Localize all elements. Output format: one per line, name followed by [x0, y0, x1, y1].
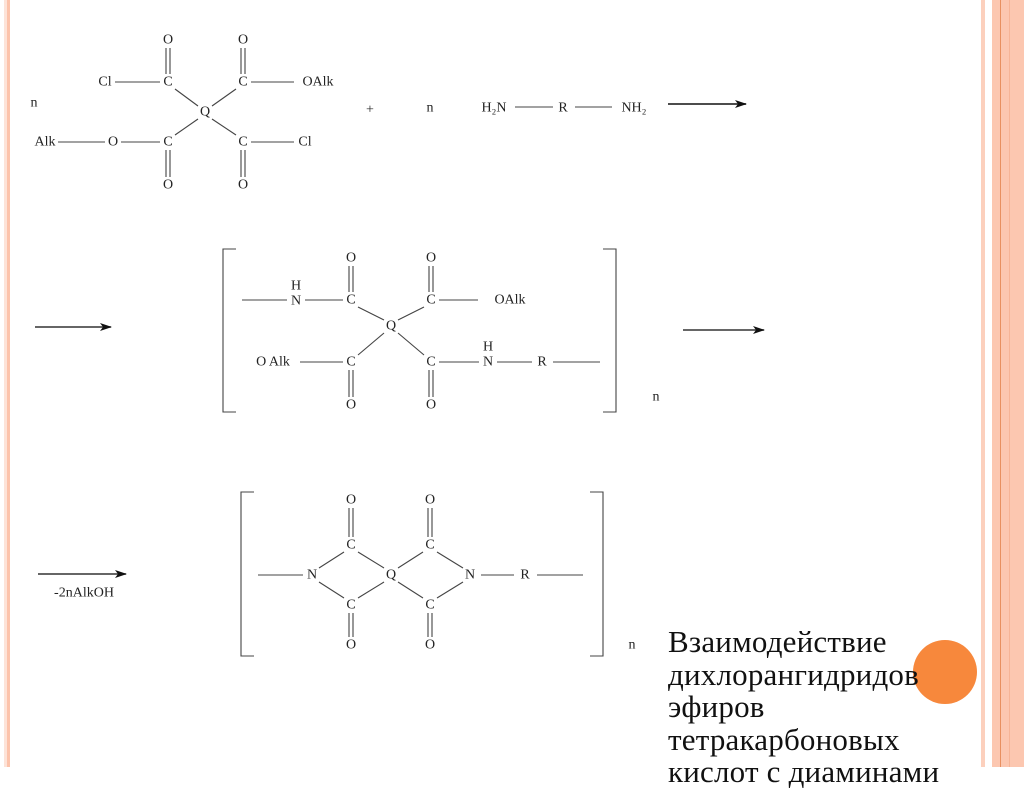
- atom-h: H: [483, 340, 493, 355]
- right-border-stripe: [981, 0, 985, 767]
- atom-o: O: [346, 398, 356, 413]
- atom-o: O: [346, 638, 356, 653]
- coefficient: n: [31, 96, 38, 111]
- atom-o: O: [346, 493, 356, 508]
- group-r: R: [537, 355, 547, 370]
- atom-n: N: [465, 568, 475, 583]
- repeat-subscript: n: [653, 390, 660, 405]
- group-oalk: OAlk: [494, 293, 525, 308]
- core-q: Q: [200, 105, 210, 120]
- atom-o: O: [426, 251, 436, 266]
- atom-o: O: [346, 251, 356, 266]
- atom-o: O: [425, 638, 435, 653]
- atom-n: N: [307, 568, 317, 583]
- caption-line: эфиров: [668, 689, 765, 724]
- group-h2n: H₂N: [481, 101, 506, 116]
- group-r: R: [558, 101, 568, 116]
- group-nh2: NH₂: [621, 101, 646, 116]
- atom-cl: Cl: [298, 135, 311, 150]
- bracket-right: [603, 248, 617, 413]
- atom-o: O: [425, 493, 435, 508]
- reactant-diester-dichloride: n O O Cl C C OAlk Q Alk O C C Cl O O: [31, 33, 334, 193]
- accent-circle: [913, 640, 977, 704]
- atom-o: O: [426, 398, 436, 413]
- right-border-line: [1000, 0, 1001, 767]
- core-q: Q: [386, 319, 396, 334]
- atom-c: C: [238, 75, 247, 90]
- right-border-line: [1009, 0, 1010, 767]
- reactant-diamine: n H₂N R NH₂: [427, 101, 647, 116]
- atom-o: O: [163, 178, 173, 193]
- product-polyimide: n O O C C N Q N R C C O O: [240, 491, 636, 657]
- group-oalk: O Alk: [256, 355, 290, 370]
- elimination-label: -2nAlkOH: [54, 586, 114, 601]
- left-border-stripe: [4, 0, 7, 767]
- bonds: [58, 48, 294, 177]
- atom-o: O: [238, 178, 248, 193]
- atom-o: O: [108, 135, 118, 150]
- core-q: Q: [386, 568, 396, 583]
- group-oalk: OAlk: [302, 75, 333, 90]
- caption-line: Взаимодействие: [668, 624, 887, 659]
- repeat-subscript: n: [629, 638, 636, 653]
- bonds: [242, 266, 600, 397]
- atom-o: O: [163, 33, 173, 48]
- atom-c: C: [238, 135, 247, 150]
- atom-c: C: [346, 598, 355, 613]
- atom-c: C: [163, 75, 172, 90]
- bracket-left: [222, 248, 236, 413]
- caption-line: дихлорангидридов: [668, 656, 919, 692]
- atom-c: C: [426, 293, 435, 308]
- atom-c: C: [163, 135, 172, 150]
- bracket-left: [240, 491, 254, 657]
- caption-line: кислот с диаминами: [668, 754, 940, 789]
- caption-line: тетракарбоновых: [668, 721, 900, 757]
- atom-c: C: [426, 355, 435, 370]
- atom-n: N: [483, 355, 493, 370]
- atom-o: O: [238, 33, 248, 48]
- group-r: R: [520, 568, 530, 583]
- reaction-scheme: n O O Cl C C OAlk Q Alk O C C Cl O O + n…: [31, 33, 765, 657]
- atom-c: C: [425, 538, 434, 553]
- atom-c: C: [346, 355, 355, 370]
- atom-n: N: [291, 294, 301, 309]
- left-border-stripe: [7, 0, 10, 767]
- coefficient: n: [427, 101, 434, 116]
- group-alk: Alk: [35, 135, 56, 150]
- atom-cl: Cl: [98, 75, 111, 90]
- slide-caption: Взаимодействие дихлорангидридов эфиров т…: [668, 624, 940, 789]
- intermediate-polyamic-ester: n O O H N C C OAlk Q O Alk C C H N R O O: [222, 248, 660, 413]
- atom-h: H: [291, 279, 301, 294]
- atom-c: C: [346, 538, 355, 553]
- bonds: [258, 508, 583, 637]
- right-border-band: [992, 0, 1024, 767]
- atom-c: C: [425, 598, 434, 613]
- atom-c: C: [346, 293, 355, 308]
- plus-sign: +: [366, 103, 374, 118]
- bracket-right: [590, 491, 604, 657]
